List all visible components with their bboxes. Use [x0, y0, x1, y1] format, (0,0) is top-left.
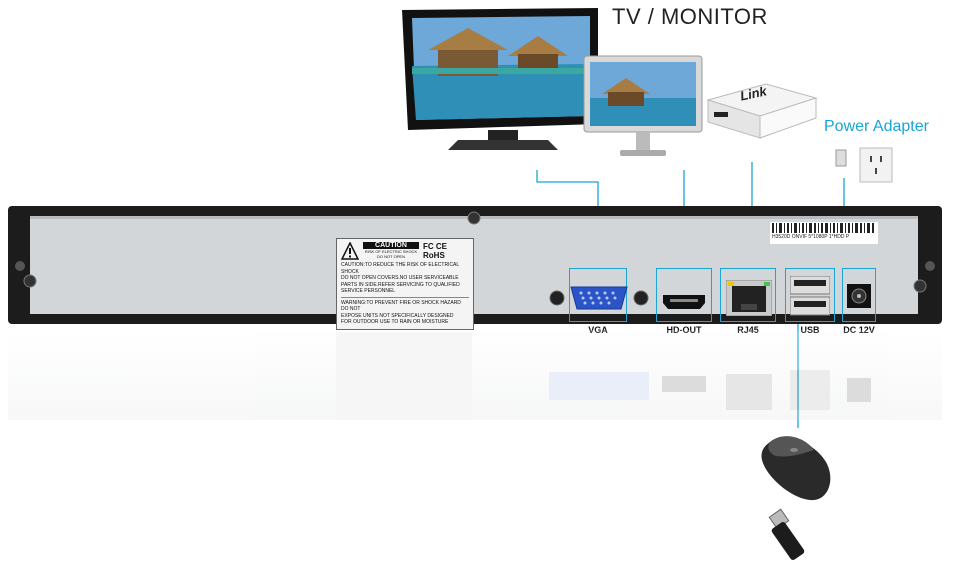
caution-line-4: SERVICE PERSONNEL — [341, 288, 396, 294]
caution-line-3: PARTS IN SIDE.REFER SERVICING TO QUALIFI… — [341, 281, 460, 288]
warning-triangle-icon — [341, 242, 359, 260]
usb-dongle-image — [768, 508, 824, 564]
panel-reflection — [8, 330, 942, 420]
hdmi-port-highlight — [656, 268, 712, 322]
usb-port-highlight — [785, 268, 835, 322]
vga-label: VGA — [588, 325, 608, 335]
power-adapter-label: Power Adapter — [824, 118, 929, 135]
mouse-image — [756, 428, 834, 506]
usb-label: USB — [800, 325, 820, 335]
caution-label: CAUTION RISK OF ELECTRIC SHOCK DO NOT OP… — [336, 238, 474, 330]
rj45-port-highlight — [720, 268, 776, 322]
caution-line-6: EXPOSE UNITS NOT SPECIFICALLY DESIGNED — [341, 312, 454, 319]
monitor-image — [582, 54, 704, 162]
usb-ports — [789, 275, 831, 316]
tv-image — [398, 6, 608, 156]
caution-line-7: FOR OUTDOOR USE TO RAIN OR MOISTURE — [341, 319, 449, 325]
caution-line-1: CAUTION:TO REDUCE THE RISK OF ELECTRICAL… — [341, 262, 459, 275]
dc-12v-label: DC 12V — [843, 325, 875, 335]
rj45-label: RJ45 — [737, 325, 759, 335]
caution-line-5: WARNING:TO PREVENT FIRE OR SHOCK HAZARD … — [341, 299, 461, 313]
dc-port-highlight — [842, 268, 876, 322]
vga-port — [549, 284, 649, 312]
dc-power-jack — [847, 284, 871, 308]
serial-text: H3520D ONVIF 5*1080P 1*HDD P — [772, 234, 850, 240]
hd-out-label: HD-OUT — [666, 325, 702, 335]
power-outlet-image — [834, 144, 894, 186]
vga-port-highlight — [569, 268, 627, 322]
caution-title: CAUTION — [363, 242, 419, 249]
router-image: Link — [706, 82, 818, 142]
certification-marks: FC CE RoHS — [423, 242, 447, 260]
tv-monitor-heading: TV / MONITOR — [612, 4, 768, 29]
hdmi-port — [662, 294, 706, 310]
rj45-port — [725, 279, 773, 317]
serial-sticker: H3520D ONVIF 5*1080P 1*HDD P — [770, 222, 878, 244]
caution-subtitle: RISK OF ELECTRIC SHOCK DO NOT OPEN — [364, 249, 418, 259]
caution-line-2: DO NOT OPEN COVERS.NO USER SERVICEABLE — [341, 275, 459, 281]
